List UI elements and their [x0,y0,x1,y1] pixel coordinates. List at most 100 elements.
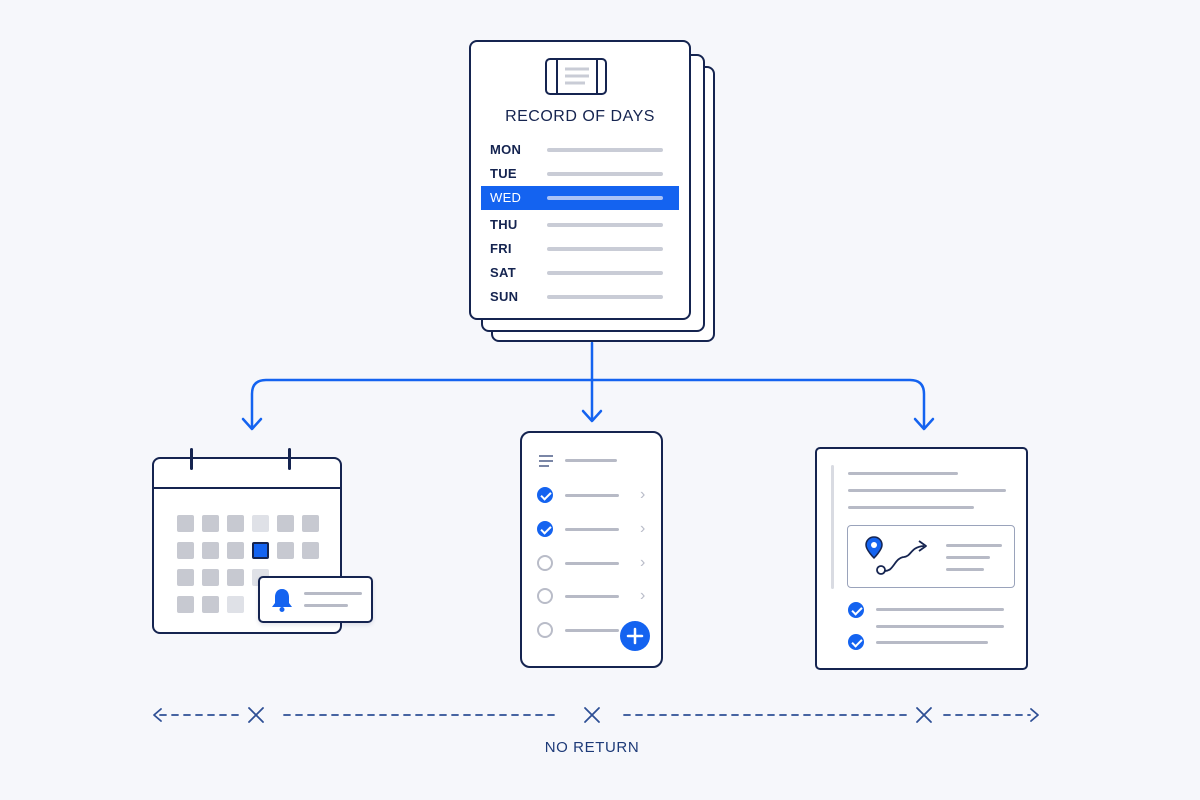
day-row-fri: FRI [481,237,679,261]
check-icon [537,487,553,503]
checklist-item-open: › [522,586,661,608]
chevron-right-icon: › [640,554,646,571]
calendar-day-cell [202,569,219,586]
calendar-day-cell [302,542,319,559]
task-line [876,608,1004,611]
placeholder-line [547,223,663,227]
route-line [946,544,1002,547]
route-panel [847,525,1015,588]
checklist-item-done: › [522,485,661,507]
day-row-mon: MON [481,138,679,162]
checklist-card: › › › › [520,431,663,668]
item-line [565,629,619,632]
arrowhead-right [913,417,935,431]
no-return-label: NO RETURN [544,739,640,756]
checklist-item-done: › [522,519,661,541]
connector-branch-right [590,378,926,430]
reminder-line [304,592,362,595]
timeline-arrow-left [153,708,162,722]
chevron-right-icon: › [640,486,646,503]
location-pin-icon [865,536,927,575]
calendar-day-cell [202,515,219,532]
checklist-title-line [565,459,617,462]
route-arrow-icon [883,545,925,572]
calendar-day-cell [177,515,194,532]
calendar-day-cell [227,596,244,613]
calendar-day-cell [227,515,244,532]
day-row-tue: TUE [481,162,679,186]
calendar-day-cell [202,596,219,613]
placeholder-line [547,247,663,251]
day-label: FRI [490,241,512,256]
calendar-ring-right [288,448,291,470]
day-row-thu: THU [481,213,679,237]
notes-card [815,447,1028,670]
cross-marker-icon [916,707,932,723]
calendar-day-cell-selected [252,542,269,559]
calendar-day-cell [302,515,319,532]
item-line [565,595,619,598]
day-label: TUE [490,166,517,181]
cross-marker-icon [584,707,600,723]
timeline-arrow-right [1030,708,1039,722]
calendar-ring-left [190,448,193,470]
scroll-track [831,465,834,589]
calendar-day-cell [277,515,294,532]
planner-icon [545,58,607,95]
checklist-item-open [522,620,661,642]
cross-marker-icon [248,707,264,723]
day-label: MON [490,142,522,157]
placeholder-line [547,271,663,275]
day-label: SUN [490,289,519,304]
bell-icon [272,589,292,612]
day-row-sat: SAT [481,261,679,285]
record-of-days-document: RECORD OF DAYS MON TUE WED THU FRI SAT S… [469,40,691,320]
note-line [848,472,958,475]
calendar-day-cell [177,596,194,613]
item-line [565,562,619,565]
task-line [876,625,1004,628]
placeholder-line [547,172,663,176]
calendar-day-cell [227,569,244,586]
empty-circle-icon [537,588,553,604]
calendar-day-cell [177,569,194,586]
chevron-right-icon: › [640,520,646,537]
route-line [946,568,984,571]
reminder-notification [258,576,373,623]
calendar-day-cell [277,542,294,559]
day-label: THU [490,217,518,232]
calendar-day-cell [202,542,219,559]
day-row-sun: SUN [481,285,679,309]
menu-icon [539,455,553,467]
chevron-right-icon: › [640,587,646,604]
empty-circle-icon [537,555,553,571]
reminder-line [304,604,348,607]
task-line [876,641,988,644]
checklist-item-open: › [522,553,661,575]
record-title: RECORD OF DAYS [505,108,655,125]
placeholder-line [547,295,663,299]
arrowhead-center [581,409,603,423]
calendar-day-cell [227,542,244,559]
note-line [848,489,1006,492]
placeholder-line [547,148,663,152]
item-line [565,494,619,497]
check-icon [848,602,864,618]
day-label: WED [490,190,522,205]
connector-branch-left [250,378,594,430]
calendar-day-cell [252,515,269,532]
calendar-card [152,448,342,634]
placeholder-line [547,196,663,200]
day-row-wed-highlighted: WED [481,186,679,210]
add-icon [620,621,650,651]
calendar-day-cell [177,542,194,559]
arrowhead-left [241,417,263,431]
check-icon [537,521,553,537]
calendar-header [154,487,340,489]
check-icon [848,634,864,650]
day-label: SAT [490,265,516,280]
note-line [848,506,974,509]
route-line [946,556,990,559]
empty-circle-icon [537,622,553,638]
